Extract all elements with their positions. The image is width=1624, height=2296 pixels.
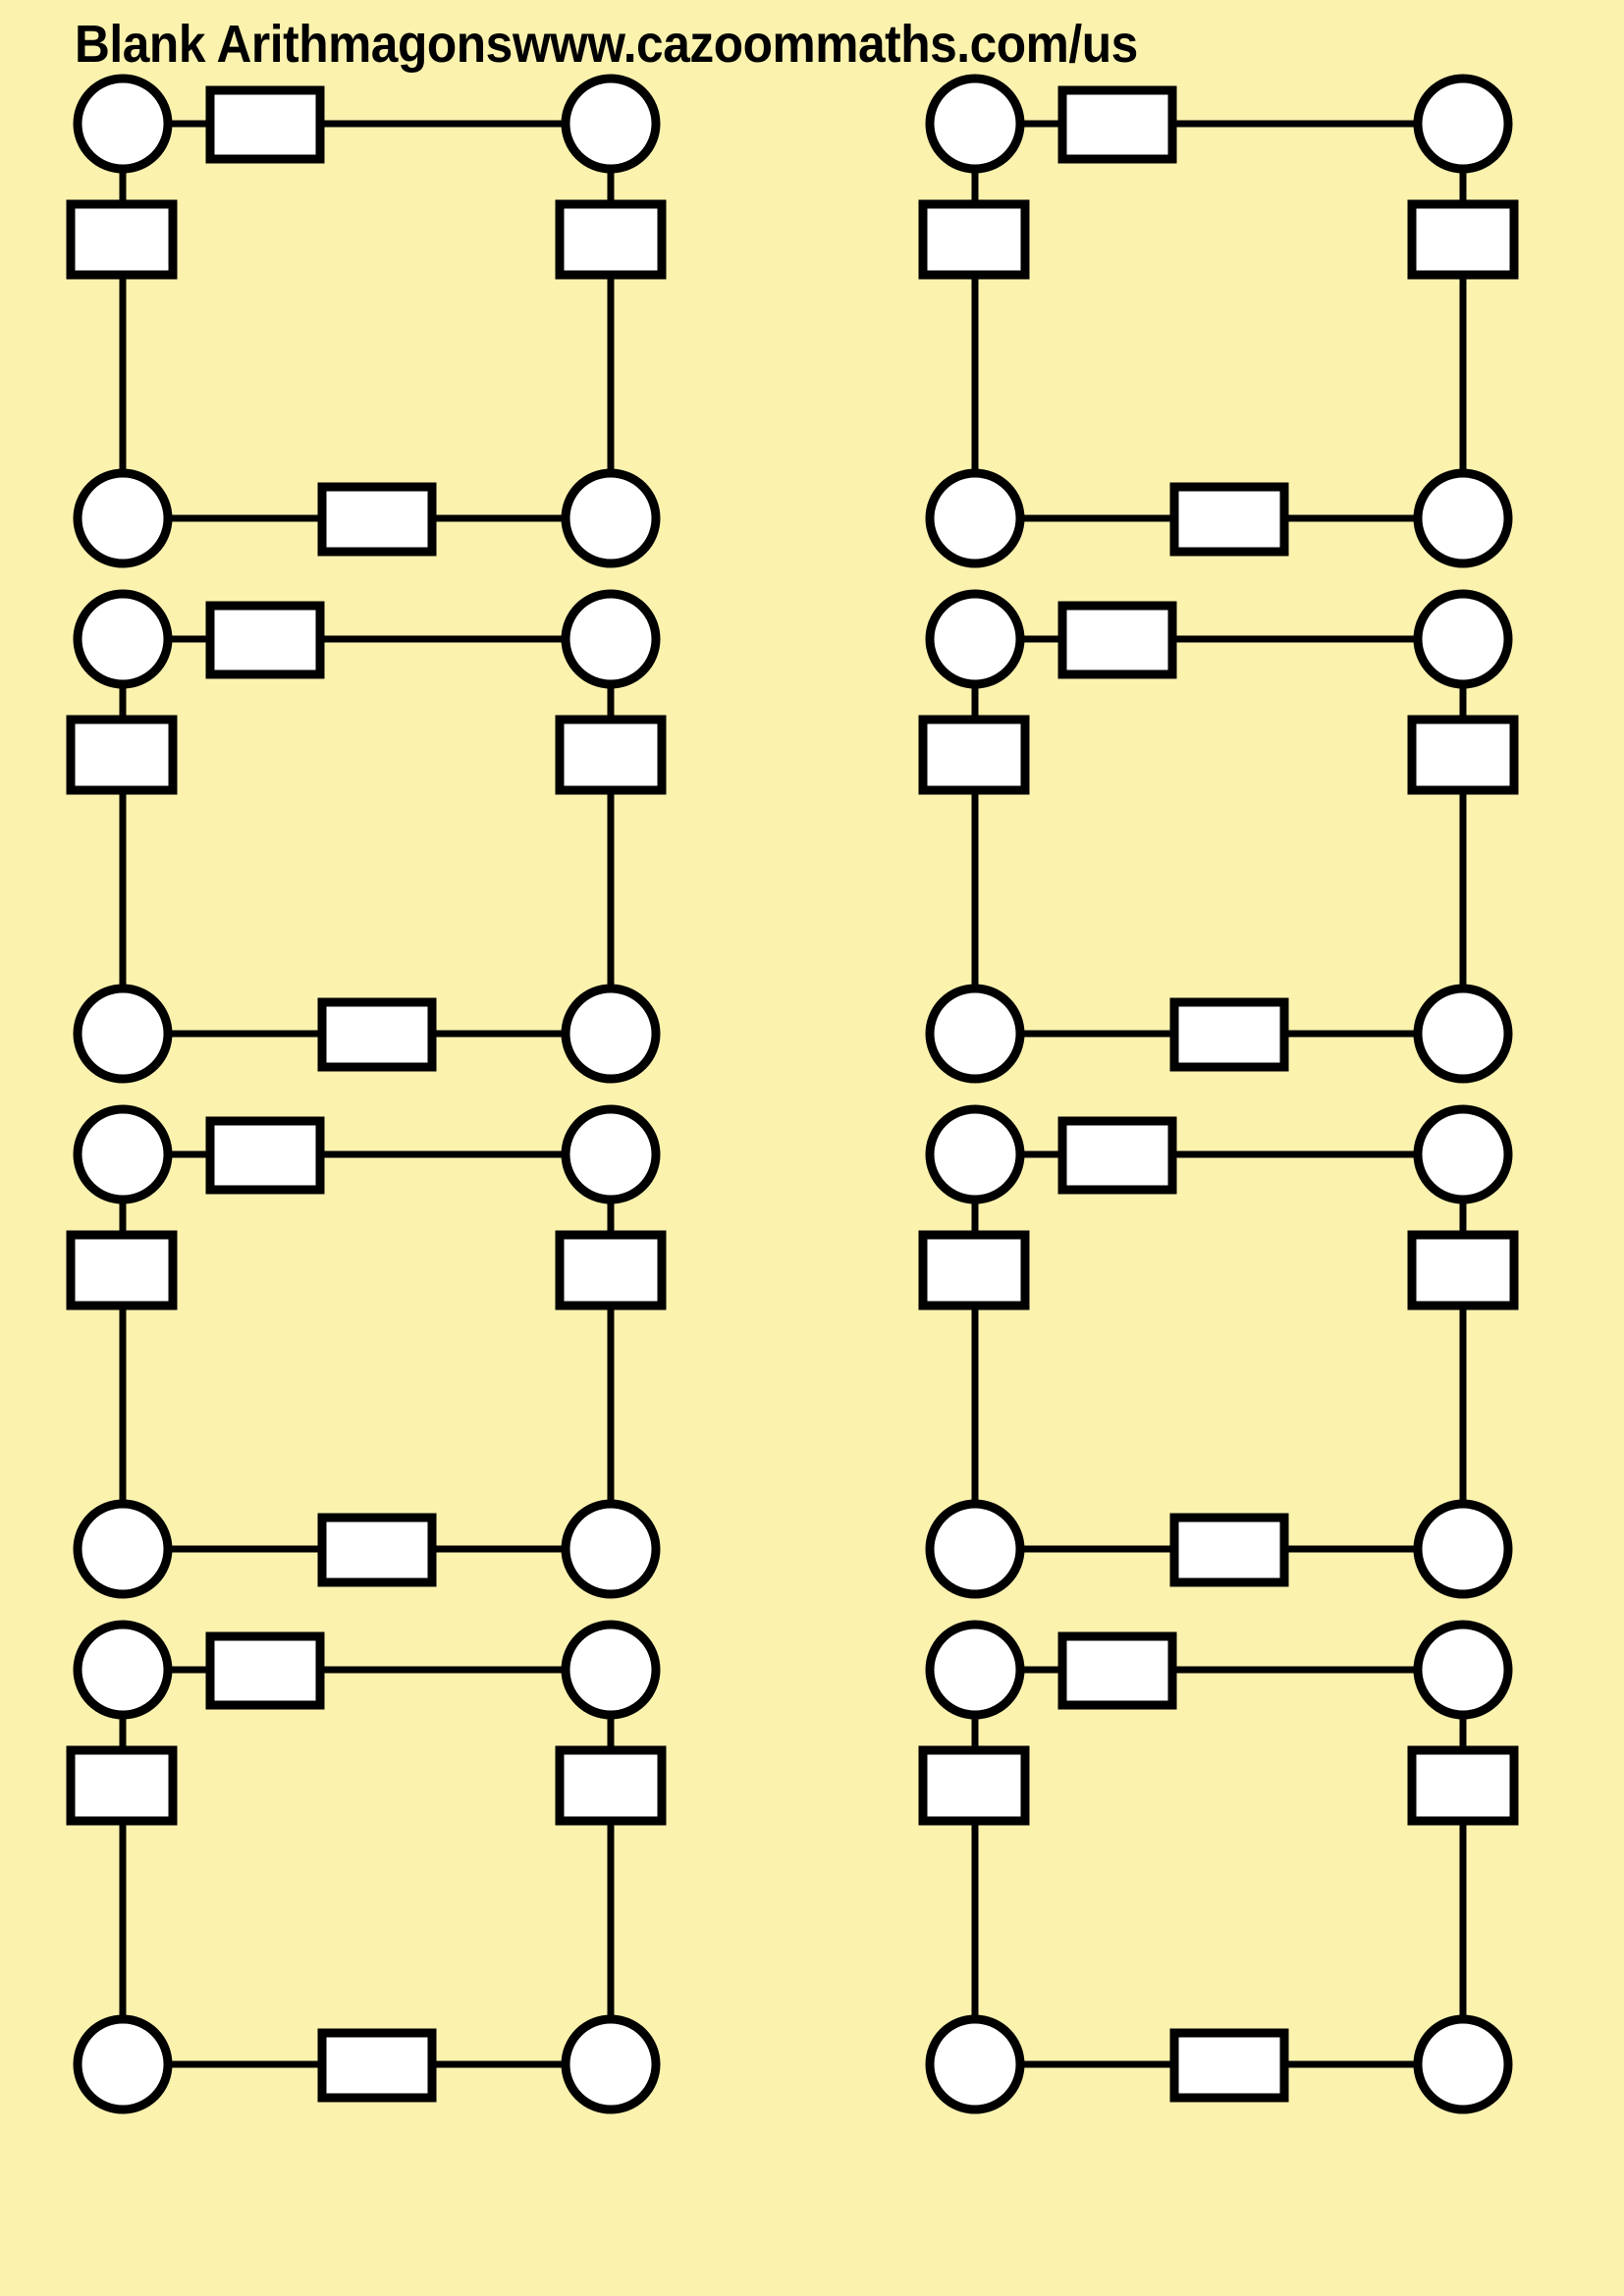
arithmagon-puzzle xyxy=(61,1104,709,1599)
box-left[interactable] xyxy=(918,199,1030,280)
arithmagon-diagram xyxy=(918,1104,1519,1599)
box-right[interactable] xyxy=(1407,715,1519,795)
circle-top-left[interactable] xyxy=(925,589,1025,689)
circle-bottom-left[interactable] xyxy=(925,468,1025,568)
box-bottom[interactable] xyxy=(1169,2028,1289,2103)
box-left[interactable] xyxy=(918,715,1030,795)
arithmagon-diagram xyxy=(66,1104,667,1599)
circle-bottom-right[interactable] xyxy=(561,1499,661,1599)
circle-top-left[interactable] xyxy=(73,1620,173,1720)
arithmagon-diagram xyxy=(918,1620,1519,2114)
box-right[interactable] xyxy=(555,199,667,280)
box-top[interactable] xyxy=(205,601,325,679)
box-left[interactable] xyxy=(66,1745,178,1826)
circle-top-left[interactable] xyxy=(73,1104,173,1204)
arithmagon-puzzle xyxy=(913,74,1561,568)
arithmagon-diagram xyxy=(66,74,667,568)
arithmagon-puzzle xyxy=(913,589,1561,1084)
box-bottom[interactable] xyxy=(1169,1513,1289,1587)
arithmagon-diagram xyxy=(66,589,667,1084)
box-left[interactable] xyxy=(66,1230,178,1310)
page-title: Blank Arithmagons xyxy=(75,15,513,74)
box-top[interactable] xyxy=(1057,85,1177,164)
box-right[interactable] xyxy=(555,1745,667,1826)
box-left[interactable] xyxy=(918,1230,1030,1310)
box-right[interactable] xyxy=(555,1230,667,1310)
arithmagon-diagram xyxy=(66,1620,667,2114)
circle-top-right[interactable] xyxy=(561,74,661,174)
box-left[interactable] xyxy=(66,199,178,280)
box-bottom[interactable] xyxy=(317,997,437,1072)
box-bottom[interactable] xyxy=(1169,482,1289,557)
circle-top-left[interactable] xyxy=(73,74,173,174)
worksheet-header: Blank Arithmagons www.cazoommaths.com/us xyxy=(0,0,1624,77)
arithmagon-puzzle xyxy=(61,74,709,568)
circle-top-right[interactable] xyxy=(561,589,661,689)
box-top[interactable] xyxy=(1057,601,1177,679)
circle-bottom-left[interactable] xyxy=(925,984,1025,1084)
circle-bottom-left[interactable] xyxy=(73,468,173,568)
arithmagon-diagram xyxy=(918,74,1519,568)
circle-top-left[interactable] xyxy=(73,589,173,689)
arithmagon-puzzle xyxy=(61,589,709,1084)
box-right[interactable] xyxy=(1407,1745,1519,1826)
circle-bottom-right[interactable] xyxy=(1413,2014,1513,2114)
box-right[interactable] xyxy=(1407,1230,1519,1310)
circle-top-left[interactable] xyxy=(925,1104,1025,1204)
box-top[interactable] xyxy=(205,1631,325,1710)
circle-bottom-right[interactable] xyxy=(561,468,661,568)
circle-bottom-right[interactable] xyxy=(1413,468,1513,568)
box-bottom[interactable] xyxy=(317,2028,437,2103)
box-bottom[interactable] xyxy=(1169,997,1289,1072)
circle-bottom-right[interactable] xyxy=(1413,984,1513,1084)
circle-bottom-left[interactable] xyxy=(925,2014,1025,2114)
arithmagon-puzzle xyxy=(61,1620,709,2114)
circle-top-right[interactable] xyxy=(1413,74,1513,174)
box-right[interactable] xyxy=(1407,199,1519,280)
circle-bottom-left[interactable] xyxy=(73,2014,173,2114)
circle-bottom-right[interactable] xyxy=(561,2014,661,2114)
circle-bottom-left[interactable] xyxy=(73,984,173,1084)
circle-top-right[interactable] xyxy=(561,1620,661,1720)
circle-top-right[interactable] xyxy=(1413,1104,1513,1204)
box-top[interactable] xyxy=(205,1116,325,1195)
circle-bottom-left[interactable] xyxy=(73,1499,173,1599)
box-bottom[interactable] xyxy=(317,1513,437,1587)
box-right[interactable] xyxy=(555,715,667,795)
box-top[interactable] xyxy=(1057,1631,1177,1710)
circle-bottom-right[interactable] xyxy=(561,984,661,1084)
box-top[interactable] xyxy=(1057,1116,1177,1195)
box-top[interactable] xyxy=(205,85,325,164)
publisher-url: www.cazoommaths.com/us xyxy=(513,15,1138,74)
box-bottom[interactable] xyxy=(317,482,437,557)
box-left[interactable] xyxy=(918,1745,1030,1826)
circle-top-right[interactable] xyxy=(1413,1620,1513,1720)
arithmagon-diagram xyxy=(918,589,1519,1084)
arithmagon-puzzle xyxy=(913,1620,1561,2114)
arithmagon-puzzle xyxy=(913,1104,1561,1599)
box-left[interactable] xyxy=(66,715,178,795)
circle-top-right[interactable] xyxy=(1413,589,1513,689)
circle-bottom-right[interactable] xyxy=(1413,1499,1513,1599)
circle-top-left[interactable] xyxy=(925,74,1025,174)
circle-top-left[interactable] xyxy=(925,1620,1025,1720)
circle-bottom-left[interactable] xyxy=(925,1499,1025,1599)
circle-top-right[interactable] xyxy=(561,1104,661,1204)
arithmagon-grid xyxy=(0,74,1624,2296)
